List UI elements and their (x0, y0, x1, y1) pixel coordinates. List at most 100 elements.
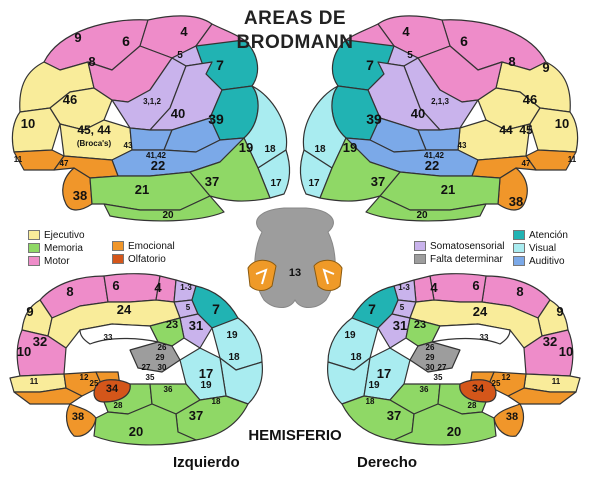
area-label: 7 (366, 57, 374, 73)
area-26-29-30-medial-right (410, 342, 460, 372)
area-label: 18 (228, 352, 240, 363)
area-label: 19 (343, 140, 357, 155)
area-label: 29 (426, 353, 435, 362)
title-line-1: AREAS DE (225, 8, 365, 30)
area-label: 19 (226, 330, 238, 341)
area-label: 43 (458, 141, 467, 150)
area-label: 20 (162, 210, 174, 221)
right-medial-view: 4681-35793124192332182629303310172735121… (328, 274, 580, 445)
area-label: 47 (60, 159, 69, 168)
legend-label: Ejecutivo (44, 230, 85, 241)
area-label: 9 (556, 304, 563, 319)
area-label: 17 (199, 366, 213, 381)
legend-item: Visual (513, 242, 568, 254)
area-label: 23 (414, 319, 426, 331)
area-label: 11 (568, 155, 577, 164)
legend-label: Somatosensorial (430, 241, 504, 252)
legend-item: Falta determinar (414, 253, 504, 265)
area-label: 38 (509, 194, 523, 209)
area-label: 1-3 (398, 283, 410, 292)
legend-label: Visual (529, 243, 556, 254)
area-label: 46 (523, 92, 537, 107)
legend-label: Falta determinar (430, 254, 503, 265)
legend-label: Olfatorio (128, 254, 166, 265)
legend-swatch (28, 230, 40, 240)
legend-item: Olfatorio (112, 253, 175, 265)
area-label: 33 (480, 333, 489, 342)
legend-item: Somatosensorial (414, 240, 504, 252)
area-13-insula (255, 208, 336, 308)
area-label: 18 (264, 144, 276, 155)
area-label: 35 (146, 373, 155, 382)
area-label: 32 (33, 334, 47, 349)
area-label: 9 (74, 30, 81, 45)
area-label: 7 (212, 301, 220, 317)
right-insula-cut (314, 260, 342, 290)
area-label: 7 (216, 57, 224, 73)
area-label: 45, 44 (77, 123, 111, 137)
area-label: 11 (552, 377, 561, 386)
legend-swatch (414, 254, 426, 264)
area-label: 28 (114, 401, 123, 410)
area-label: 18 (314, 144, 326, 155)
area-label: 6 (112, 278, 119, 293)
area-label: 25 (492, 379, 501, 388)
legend-swatch (414, 241, 426, 251)
legend-swatch (513, 243, 525, 253)
area-label: 37 (387, 408, 401, 423)
area-label: 46 (63, 92, 77, 107)
area-label: 40 (171, 106, 185, 121)
area-label: 2,1,3 (431, 97, 449, 106)
legend-left: Ejecutivo Memoria Motor (28, 229, 85, 268)
area-label: 25 (90, 379, 99, 388)
area-label: 5 (177, 50, 183, 61)
area-label: 39 (208, 111, 224, 127)
area-label: 10 (17, 344, 31, 359)
area-label: 11 (14, 155, 23, 164)
area-label: 17 (377, 366, 391, 381)
area-label: 12 (80, 373, 89, 382)
area-label: 22 (151, 158, 165, 173)
area-label: 45 (519, 123, 533, 137)
legend-label: Memoria (44, 243, 83, 254)
area-label: 8 (66, 284, 73, 299)
legend-item: Auditivo (513, 255, 568, 267)
area-label: 10 (21, 116, 35, 131)
legend-swatch (513, 256, 525, 266)
area-label: 37 (205, 174, 219, 189)
area-label: 38 (73, 188, 87, 203)
insula-view: 13 (248, 208, 342, 308)
area-label: 36 (420, 385, 429, 394)
area-label: 27 (142, 363, 151, 372)
area-label: 35 (434, 373, 443, 382)
area-label: 19 (239, 140, 253, 155)
legend-right-1: Somatosensorial Falta determinar (414, 240, 504, 266)
area-label: 20 (447, 424, 461, 439)
area-label: 27 (438, 363, 447, 372)
area-label: 4 (402, 24, 410, 39)
area-label: 23 (166, 319, 178, 331)
area-label: 30 (426, 363, 435, 372)
legend-item: Ejecutivo (28, 229, 85, 241)
area-label: 13 (289, 267, 301, 279)
area-label: 10 (555, 116, 569, 131)
area-label: 17 (270, 178, 282, 189)
legend-label: Auditivo (529, 256, 565, 267)
area-label: 8 (88, 54, 95, 69)
legend-right-2: Atención Visual Auditivo (513, 229, 568, 268)
area-label: 6 (472, 278, 479, 293)
legend-item: Motor (28, 255, 85, 267)
area-label: 18 (212, 397, 221, 406)
area-label: 21 (135, 182, 149, 197)
legend-swatch (513, 230, 525, 240)
area-label: 47 (522, 159, 531, 168)
area-label: 39 (366, 111, 382, 127)
left-insula-cut (248, 260, 276, 290)
area-label: 4 (430, 280, 438, 295)
area-label: (Broca's) (77, 139, 112, 148)
area-label: 19 (200, 380, 212, 391)
area-label: 32 (543, 334, 557, 349)
